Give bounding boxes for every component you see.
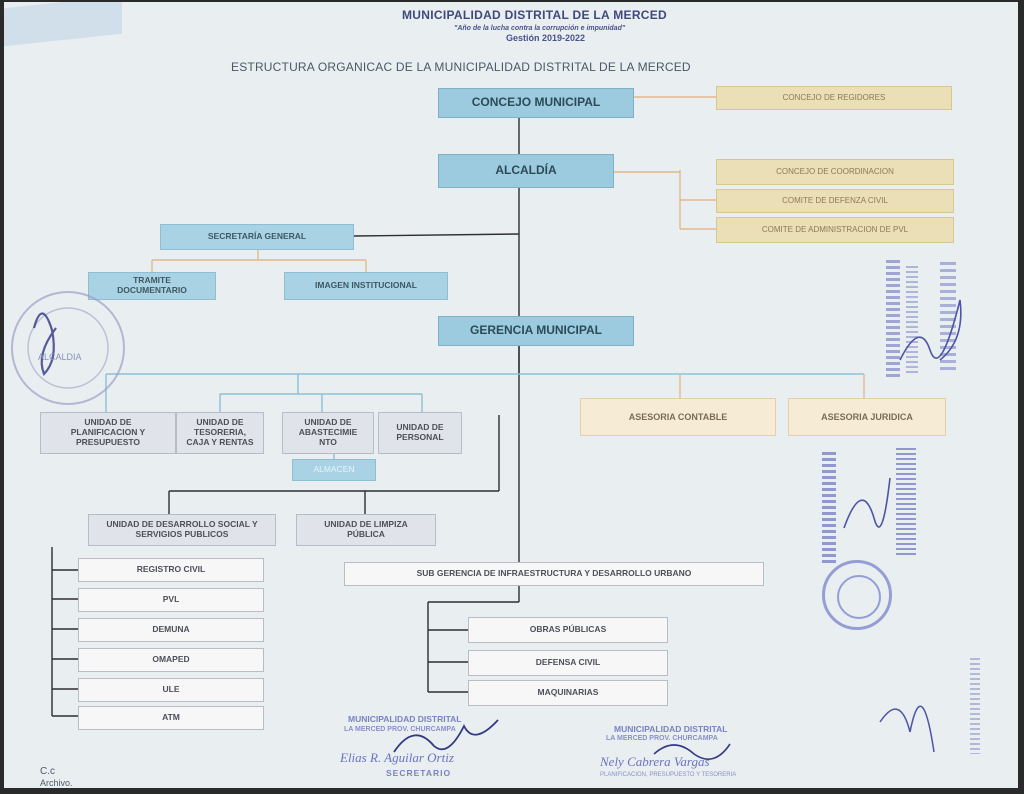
footer-archivo: Archivo. (40, 778, 73, 788)
node-comite-defensa-civil: COMITE DE DEFENZA CIVIL (716, 189, 954, 213)
node-unidad-tesoreria: UNIDAD DE TESORERIA, CAJA Y RENTAS (176, 412, 264, 454)
connector-secretaria (353, 233, 520, 237)
municipality-name: MUNICIPALIDAD DISTRITAL DE LA MERCED (402, 8, 668, 22)
node-asesoria-contable: ASESORIA CONTABLE (580, 398, 776, 436)
node-infra-unit: DEFENSA CIVIL (468, 650, 668, 676)
node-unidad-limpieza: UNIDAD DE LIMPIZA PÚBLICA (296, 514, 436, 546)
node-concejo-coordinacion: CONCEJO DE COORDINACION (716, 159, 954, 185)
node-imagen-institucional: IMAGEN INSTITUCIONAL (284, 272, 448, 300)
signature-stamp-secretario: MUNICIPALIDAD DISTRITAL LA MERCED PROV. … (334, 712, 540, 786)
seal-text: ALCALDIA (38, 352, 82, 362)
node-secretaria-general: SECRETARÍA GENERAL (160, 224, 354, 250)
period: Gestión 2019-2022 (506, 33, 586, 43)
signature-stamp-planificacion: MUNICIPALIDAD DISTRITAL LA MERCED PROV. … (600, 724, 737, 778)
node-unidad-personal: UNIDAD DE PERSONAL (378, 412, 462, 454)
node-social-unit: DEMUNA (78, 618, 264, 642)
node-social-unit: PVL (78, 588, 264, 612)
node-almacen: ALMACEN (292, 459, 376, 481)
node-infra-unit: OBRAS PÚBLICAS (468, 617, 668, 643)
node-infra-unit: MAQUINARIAS (468, 680, 668, 706)
node-social-unit: OMAPED (78, 648, 264, 672)
node-unidad-desarrollo-social: UNIDAD DE DESARROLLO SOCIAL Y SERVIGIOS … (88, 514, 276, 546)
motto: "Año de la lucha contra la corrupción e … (454, 25, 626, 32)
org-chart-document: MUNICIPALIDAD DISTRITAL DE LA MERCED "Añ… (4, 2, 1018, 788)
node-sub-gerencia-infraestructura: SUB GERENCIA DE INFRAESTRUCTURA Y DESARR… (344, 562, 764, 586)
node-social-unit: REGISTRO CIVIL (78, 558, 264, 582)
node-concejo-regidores: CONCEJO DE REGIDORES (716, 86, 952, 110)
node-social-unit: ATM (78, 706, 264, 730)
node-concejo-municipal: CONCEJO MUNICIPAL (438, 88, 634, 118)
node-social-unit: ULE (78, 678, 264, 702)
vertical-stamp-bottom (866, 652, 996, 762)
node-comite-pvl: COMITE DE ADMINISTRACION DE PVL (716, 217, 954, 243)
node-tramite-documentario: TRAMITE DOCUMENTARIO (88, 272, 216, 300)
node-asesoria-juridica: ASESORIA JURIDICA (788, 398, 946, 436)
vertical-stamp-top (880, 260, 986, 380)
vertical-stamp-middle (816, 448, 936, 572)
node-gerencia-municipal: GERENCIA MUNICIPAL (438, 316, 634, 346)
node-unidad-planificacion: UNIDAD DE PLANIFICACION Y PRESUPUESTO (40, 412, 176, 454)
document-title: ESTRUCTURA ORGANICAC DE LA MUNICIPALIDAD… (231, 60, 691, 74)
node-unidad-abastecimiento: UNIDAD DE ABASTECIMIE NTO (282, 412, 374, 454)
round-stamp (822, 560, 892, 630)
node-alcaldia: ALCALDÍA (438, 154, 614, 188)
footer-cc: C.c (40, 766, 55, 777)
